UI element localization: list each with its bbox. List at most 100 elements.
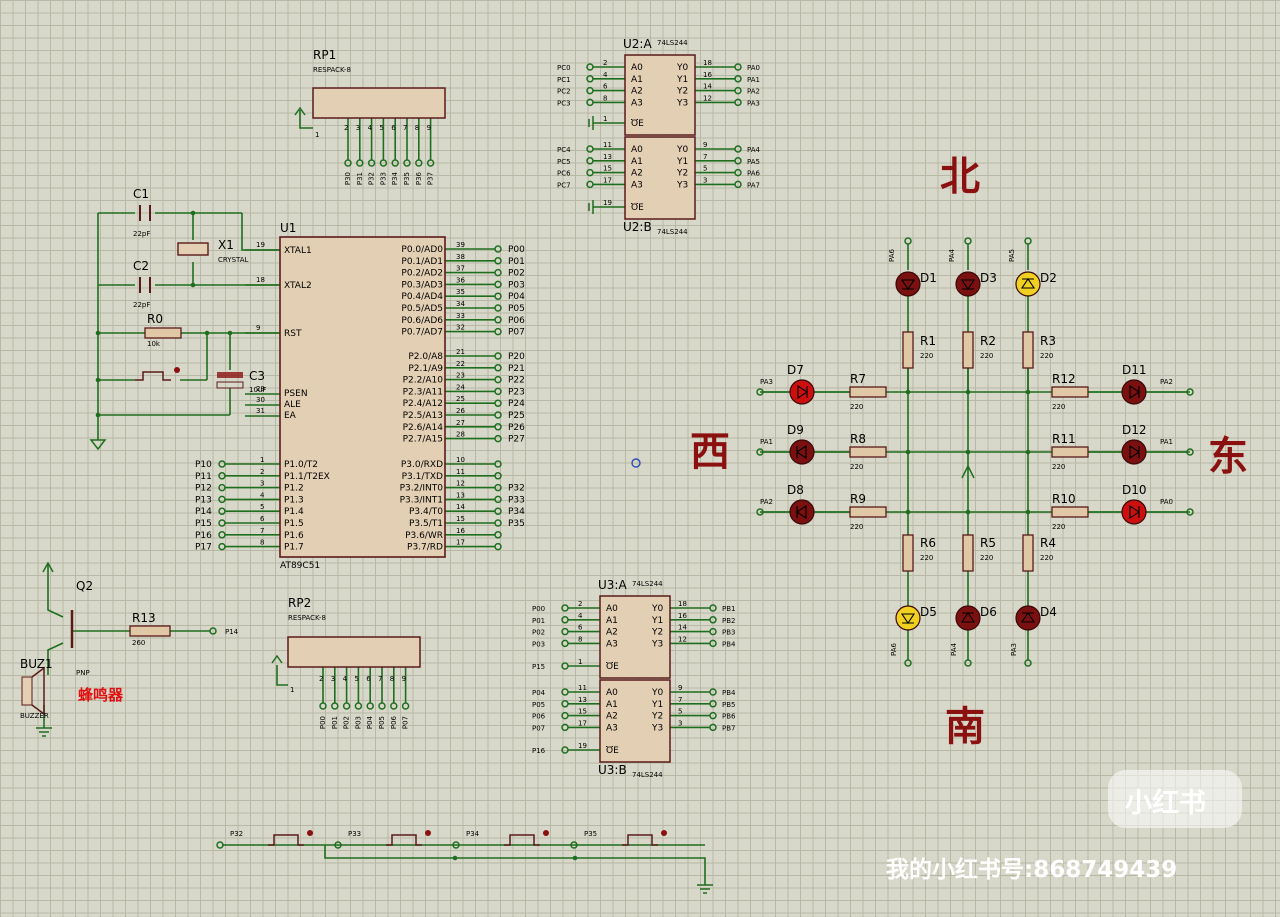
resistor-south: [962, 534, 974, 572]
port2-terminal: [494, 375, 502, 384]
r13-net: P14: [225, 628, 239, 636]
u3b-terminal: [561, 700, 569, 708]
port1-net: P14: [195, 507, 212, 517]
led-net: PA4: [948, 248, 956, 262]
u3a-num: 18: [678, 600, 687, 608]
led-south-symbol: [900, 613, 916, 624]
cap-c3-ref: C3: [249, 369, 265, 383]
port3-net: P34: [508, 507, 525, 517]
u3a-num: 4: [578, 612, 583, 620]
u2a-body: [624, 54, 696, 136]
led-net: PA1: [760, 438, 773, 446]
u2a-num: 16: [703, 71, 712, 79]
port1-terminal: [218, 483, 226, 492]
led-net: PA4: [950, 642, 958, 656]
res-ref: R4: [1040, 536, 1056, 550]
port0-net: P04: [508, 292, 525, 302]
rp1-terminal: [415, 159, 423, 167]
pin-rst: RST: [284, 329, 302, 339]
u3b-terminal: [561, 688, 569, 696]
port1-pin: P1.4: [284, 507, 304, 517]
led-west-symbol: [796, 504, 807, 520]
port0-net: P01: [508, 257, 525, 267]
rp2-pin-number: 7: [378, 675, 382, 683]
res-value: 220: [850, 403, 863, 411]
u2b-num: 17: [603, 176, 612, 184]
u3b-net: P06: [532, 713, 546, 721]
rp1-part: RESPACK-8: [313, 66, 351, 74]
port3-pin: P3.1/TXD: [402, 472, 443, 482]
u2b-terminal: [586, 168, 594, 177]
u3b-num: 17: [578, 719, 587, 727]
u3b-pin: A1: [606, 700, 618, 710]
cap-c3-plate: [216, 381, 244, 389]
port0-terminal: [494, 245, 502, 253]
u2a-num: 8: [603, 94, 607, 102]
res-value: 220: [980, 352, 993, 360]
u3a-net: P01: [532, 617, 545, 625]
u3a-net: PB2: [722, 617, 735, 625]
port2-pin: P2.4/A12: [403, 399, 443, 409]
led-net: PA1: [1160, 438, 1173, 446]
power-arrow: [294, 106, 306, 116]
rp1-terminal: [367, 159, 376, 167]
res-value: 220: [1040, 352, 1053, 360]
port1-pin: P1.3: [284, 495, 304, 505]
watermark-id: 我的小红书号:868749439: [886, 856, 1177, 883]
push-button: [622, 834, 658, 846]
cap-c3-plate: [217, 372, 243, 378]
u2b-net: PC6: [557, 170, 571, 178]
u3b-ref: U3:B: [598, 763, 627, 777]
port2-num: 23: [456, 372, 465, 380]
port0-terminal: [494, 268, 502, 277]
u3b-terminal: [709, 700, 717, 708]
q2-part: PNP: [76, 669, 90, 677]
pin-xtal1: XTAL1: [284, 246, 312, 256]
res-value: 220: [980, 554, 993, 562]
rp2-net: P04: [366, 715, 374, 729]
port3-num: 13: [456, 491, 465, 499]
port1-terminal: [218, 542, 226, 551]
u3a-oe-terminal: [561, 662, 569, 670]
u3a-oe-net: P15: [532, 663, 545, 671]
led-ref: D8: [787, 483, 804, 497]
led-west: [789, 499, 815, 525]
u2b-num: 11: [603, 141, 612, 149]
led-ref: D2: [1040, 271, 1057, 285]
mcu-body: [279, 236, 446, 558]
u3b-num: 11: [578, 684, 587, 692]
led-net: PA6: [888, 248, 896, 262]
res-ref: R11: [1052, 432, 1076, 446]
mcu-pin-number: 18: [256, 276, 265, 284]
u2a-pin: Y0: [676, 63, 688, 73]
rp2-net: P03: [354, 716, 362, 729]
port0-pin: P0.7/AD7: [401, 328, 443, 338]
u2b-terminal: [586, 145, 594, 153]
rp1-net: P32: [368, 172, 376, 185]
mcu-pin-number: 29: [256, 385, 265, 393]
port1-num: 3: [260, 480, 264, 488]
led-ref: D4: [1040, 605, 1057, 619]
rp1-pin-number: 7: [403, 124, 407, 132]
rp1-terminal: [426, 159, 435, 167]
res-value: 220: [850, 523, 863, 531]
junction-dot: [905, 389, 911, 395]
u3b-net: P04: [532, 689, 546, 697]
rp2-net: P01: [331, 716, 339, 729]
led-terminal: [1186, 388, 1194, 396]
u3b-net: P05: [532, 701, 545, 709]
rp1-terminal: [356, 159, 364, 167]
u3a-terminal: [561, 616, 569, 624]
u3b-net: PB4: [722, 689, 736, 697]
port3-terminal: [494, 472, 502, 480]
port0-pin: P0.5/AD5: [401, 304, 443, 314]
led-terminal: [1024, 659, 1032, 667]
u2a-pin: Y3: [676, 98, 688, 108]
u2b-terminal: [734, 145, 742, 153]
u3b-num: 3: [678, 719, 682, 727]
port1-net: P12: [195, 484, 212, 494]
led-east: [1121, 439, 1147, 465]
button-terminal: [334, 841, 342, 849]
led-ref: D1: [920, 271, 937, 285]
ground-symbol: [36, 727, 52, 737]
